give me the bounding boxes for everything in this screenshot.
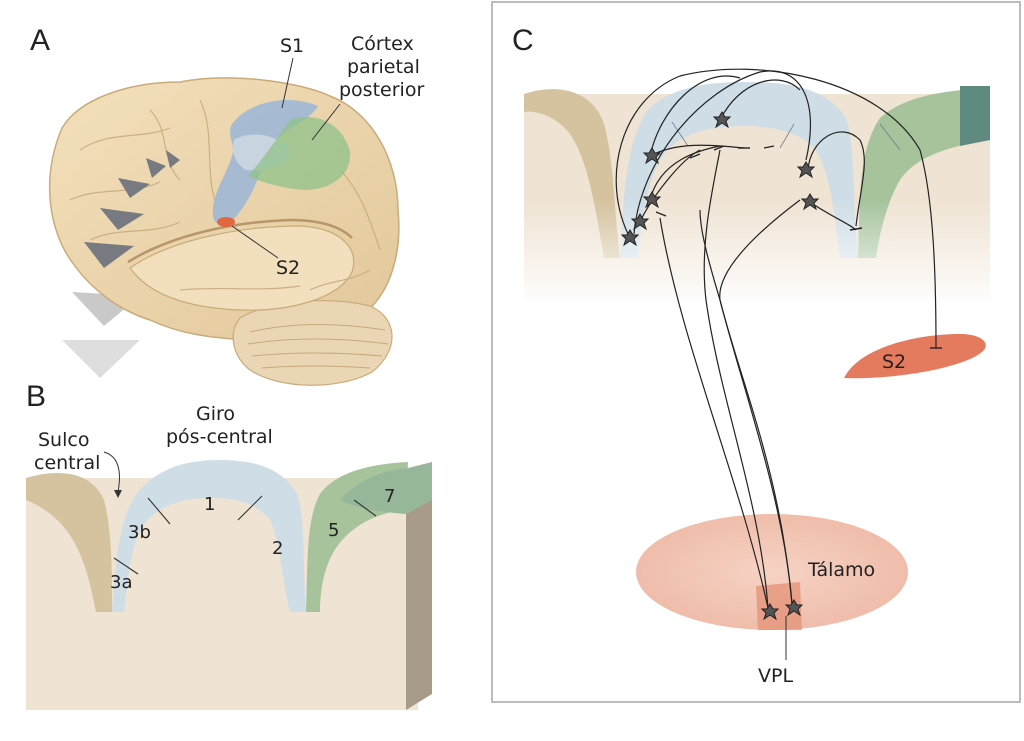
leader-s1 — [281, 57, 294, 109]
neuron-area2-a — [796, 161, 816, 179]
neuron-area2-b — [800, 193, 820, 211]
sulcus-arrow — [103, 451, 120, 493]
label-gyrus-2: pós-central — [166, 426, 273, 448]
leader-s2-a — [231, 225, 279, 259]
pathway-vpl-3 — [659, 217, 769, 609]
connection-pathways — [615, 68, 937, 609]
label-sulcus-2: central — [34, 452, 100, 474]
neuron-vpl-a — [760, 603, 780, 621]
neuron-3b-top — [642, 147, 662, 165]
label-thalamus: Tálamo — [807, 559, 875, 581]
pathway-1-to-2 — [719, 79, 801, 121]
pathway-vpl-4 — [719, 199, 801, 605]
neuron-3a-b — [630, 213, 650, 231]
postcentral-gyrus — [112, 460, 306, 612]
pathway-3a-short — [649, 145, 721, 201]
label-ppc-1: Córtex — [351, 33, 414, 55]
c-postcentral-gyrus — [620, 82, 858, 258]
label-s2-c: S2 — [882, 351, 906, 373]
neuron-area1 — [712, 111, 732, 129]
panel-a: A — [30, 24, 424, 386]
area-7-region — [340, 462, 432, 514]
c-area-4 — [524, 89, 620, 258]
panel-c: C S2 Tálamo VPL — [491, 1, 1021, 703]
area-1: 1 — [204, 494, 215, 515]
area-4-region — [26, 473, 112, 612]
label-ppc-3: posterior — [339, 79, 424, 101]
area-7: 7 — [384, 486, 395, 507]
label-gyrus-1: Giro — [196, 403, 235, 425]
c-s2-region — [844, 334, 986, 379]
motor-arrowheads — [84, 150, 180, 268]
lateral-sulcus — [127, 218, 353, 264]
thalamus — [636, 514, 908, 630]
c-area-5-7 — [858, 88, 990, 258]
pathway-to-s2 — [615, 68, 937, 349]
gyri-lines — [69, 99, 381, 291]
label-sulcus-1: Sulco — [38, 429, 89, 451]
label-s2-a: S2 — [276, 257, 300, 279]
label-vpl: VPL — [758, 665, 793, 687]
pathway-3b-to-top — [649, 75, 741, 157]
neuron-cells — [620, 111, 820, 621]
tissue-block-side — [406, 462, 432, 710]
label-s1: S1 — [280, 35, 304, 57]
c-fade — [524, 200, 990, 310]
pathway-3a-long — [639, 149, 701, 223]
area-5: 5 — [328, 520, 339, 541]
area-boundaries — [113, 495, 377, 575]
pathway-3b-to-1 — [649, 144, 745, 157]
neuron-3a-a — [620, 229, 640, 247]
axon-terminals — [655, 145, 942, 349]
pathway-2-to-5 — [807, 131, 865, 227]
leader-ppc — [311, 103, 341, 141]
c-block-side — [960, 86, 990, 146]
posterior-parietal-region — [248, 116, 351, 190]
label-ppc-2: parietal — [347, 56, 420, 78]
panel-a-letter: A — [30, 24, 50, 57]
pathway-vpl-1 — [703, 149, 769, 609]
view-arrow-large — [62, 340, 140, 378]
area-3b: 3b — [128, 522, 151, 543]
c-area-boundaries — [671, 121, 901, 151]
area-2: 2 — [272, 538, 283, 559]
area-3a: 3a — [110, 572, 132, 593]
panel-b-letter: B — [26, 380, 46, 413]
neuron-vpl-b — [784, 599, 804, 617]
s1-region — [212, 100, 318, 225]
sulcus-arrowhead — [114, 490, 122, 498]
s2-region-a — [217, 217, 235, 227]
neuron-3b — [642, 191, 662, 209]
brain-illustration — [48, 77, 400, 386]
cerebellum — [232, 300, 393, 386]
panel-b: B 3b 1 2 3a 5 7 Giro pós-central Sulco c… — [26, 380, 432, 710]
panel-c-letter: C — [512, 24, 534, 57]
cerebellum-folia — [247, 324, 389, 369]
pathway-3a-to-5 — [633, 70, 811, 235]
